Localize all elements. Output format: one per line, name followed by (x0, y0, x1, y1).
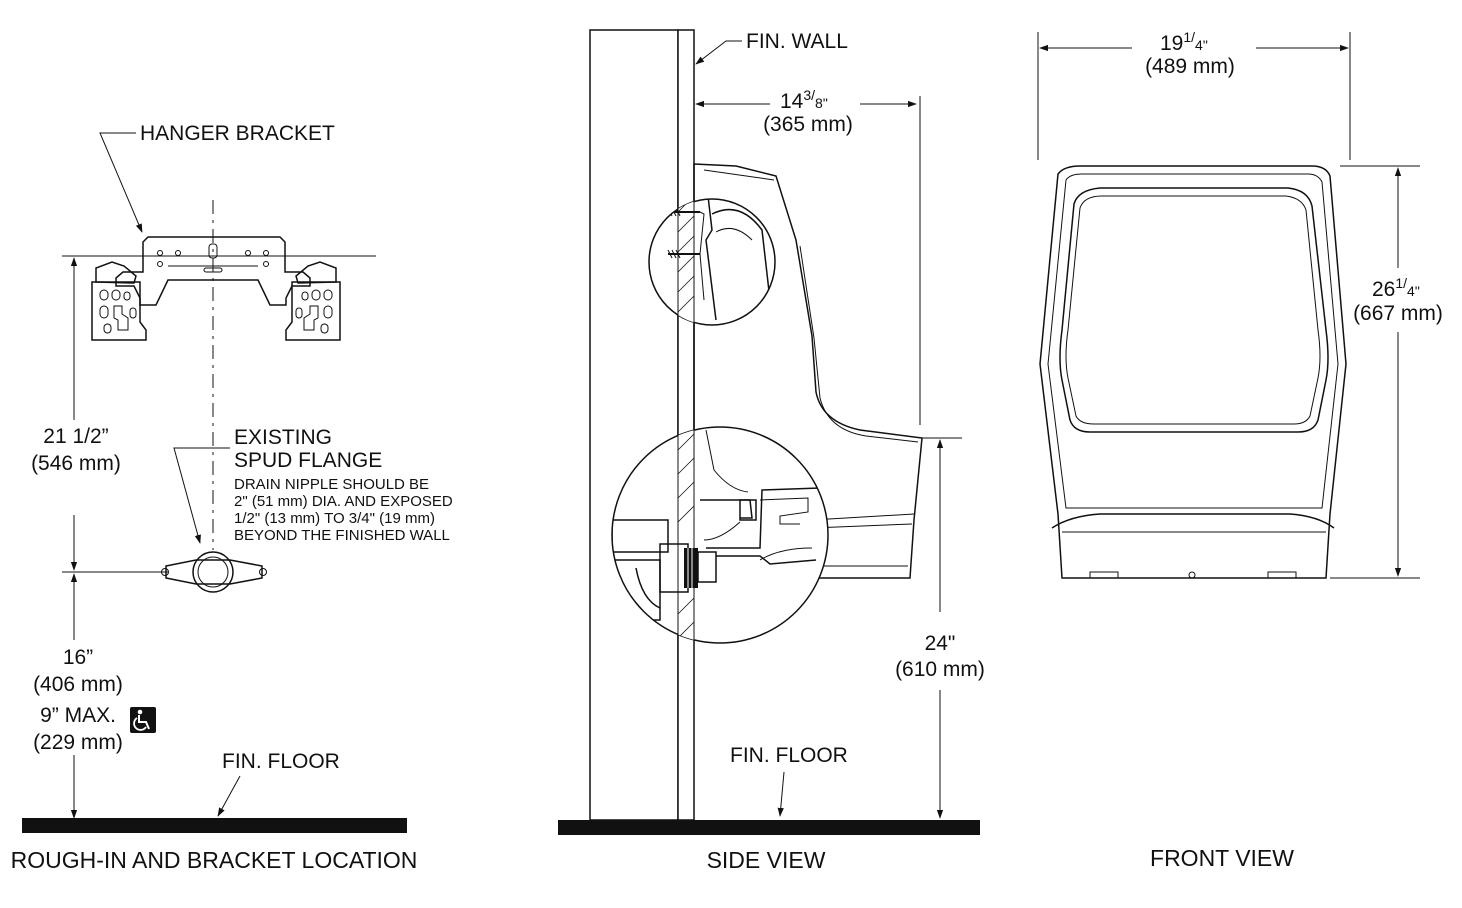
spud-note-2: 2" (51 mm) DIA. AND EXPOSED (234, 493, 453, 510)
rough-in-floor (22, 818, 407, 833)
spud-note-3: 1/2" (13 mm) TO 3/4" (19 mm) (234, 510, 435, 527)
dim-width-in: 191/4" (1160, 29, 1208, 55)
spud-title-2: SPUD FLANGE (234, 449, 382, 472)
rough-in-caption: ROUGH-IN AND BRACKET LOCATION (11, 847, 418, 873)
dim-fheight-mm: (667 mm) (1353, 302, 1443, 325)
dim-width-mm: (489 mm) (1145, 55, 1235, 78)
spud-flange (161, 551, 267, 593)
bracket-detail-circle (648, 198, 776, 326)
wheelchair-icon (130, 707, 156, 733)
fin-wall-leader (695, 40, 742, 65)
dim-bracket-in: 21 1/2” (43, 425, 108, 448)
dim-depth-mm: (365 mm) (763, 113, 853, 136)
spud-note-4: BEYOND THE FINISHED WALL (234, 527, 450, 544)
spud-note-1: DRAIN NIPPLE SHOULD BE (234, 476, 429, 493)
drain-detail-circle (611, 426, 829, 644)
side-view-caption: SIDE VIEW (707, 847, 826, 873)
rough-in-panel: HANGER BRACKET (11, 122, 453, 873)
spud-leader (173, 447, 230, 544)
urinal-front (1039, 165, 1347, 579)
side-fin-floor-leader (777, 771, 785, 817)
spud-title-1: EXISTING (234, 426, 332, 449)
dim-max-mm: (229 mm) (33, 731, 123, 754)
hanger-bracket-label: HANGER BRACKET (140, 122, 335, 145)
dim-spud-mm: (406 mm) (33, 673, 123, 696)
side-fin-floor-label: FIN. FLOOR (730, 744, 848, 767)
side-view-panel: FIN. WALL 143/8" (365 mm) (558, 29, 985, 873)
dim-fheight-in: 261/4" (1372, 275, 1420, 301)
wall (589, 29, 679, 821)
rough-in-fin-floor-leader (217, 775, 241, 817)
hanger-bracket (91, 236, 341, 341)
rough-in-fin-floor-label: FIN. FLOOR (222, 750, 340, 773)
dim-height-in: 24" (925, 632, 956, 655)
front-view-caption: FRONT VIEW (1150, 845, 1294, 871)
hanger-bracket-leader (99, 132, 143, 233)
front-view-panel: 191/4" (489 mm) 261/4" (667 mm) FRONT VI… (1037, 29, 1443, 871)
dim-bracket-mm: (546 mm) (31, 452, 121, 475)
finished-wall (677, 29, 695, 821)
dim-max-in: 9” MAX. (40, 704, 116, 727)
urinal-side-profile (693, 163, 923, 579)
fin-wall-label: FIN. WALL (746, 30, 848, 53)
dim-height-mm: (610 mm) (895, 658, 985, 681)
dim-depth-in: 143/8" (780, 87, 828, 113)
dim-spud-in: 16” (63, 646, 93, 669)
side-floor (558, 820, 980, 835)
